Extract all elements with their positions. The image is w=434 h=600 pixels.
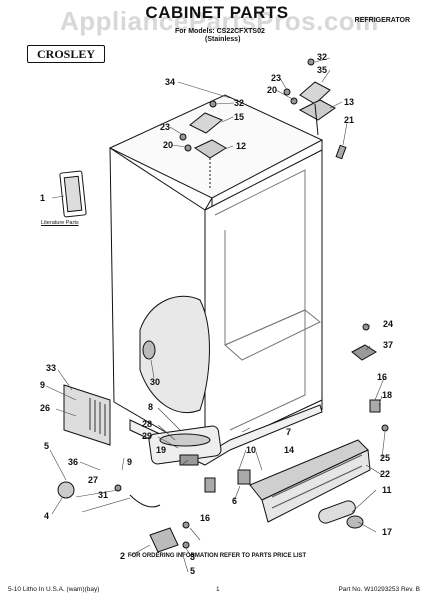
callout-35: 35 bbox=[317, 65, 328, 75]
callout-23-left: 23 bbox=[160, 122, 171, 132]
callout-21: 21 bbox=[344, 115, 355, 125]
callout-17: 17 bbox=[382, 527, 393, 537]
callout-3: 3 bbox=[190, 552, 196, 562]
callout-13: 13 bbox=[344, 97, 355, 107]
ordering-note: FOR ORDERING INFORMATION REFER TO PARTS … bbox=[127, 553, 307, 559]
callout-32-left: 32 bbox=[234, 98, 245, 108]
callout-1: 1 bbox=[40, 193, 46, 203]
callout-2: 2 bbox=[120, 551, 126, 561]
callout-7: 7 bbox=[286, 427, 292, 437]
callout-29: 29 bbox=[142, 431, 153, 441]
callout-6: 6 bbox=[232, 496, 238, 506]
cabinet-opening bbox=[204, 149, 323, 456]
top-hinge-left bbox=[189, 112, 223, 134]
literature-parts-label: Literature Parts bbox=[41, 220, 79, 226]
rear-access-cover bbox=[63, 384, 111, 446]
page-title: CABINET PARTS bbox=[145, 3, 289, 22]
callout-32: 32 bbox=[317, 52, 328, 62]
callout-5: 5 bbox=[44, 441, 50, 451]
callout-24: 24 bbox=[383, 319, 394, 329]
category-label: REFRIGERATOR bbox=[354, 17, 410, 24]
callout-5-lower: 5 bbox=[190, 566, 196, 576]
callout-9-lower: 9 bbox=[127, 457, 133, 467]
callout-16-lower: 16 bbox=[200, 513, 211, 523]
callout-9: 9 bbox=[40, 380, 46, 390]
callout-4: 4 bbox=[44, 511, 50, 521]
callout-15: 15 bbox=[234, 112, 245, 122]
callout-12: 12 bbox=[236, 141, 247, 151]
callout-33: 33 bbox=[46, 363, 57, 373]
callout-27: 27 bbox=[88, 475, 99, 485]
bottom-bracket bbox=[149, 527, 179, 553]
callout-36: 36 bbox=[68, 457, 79, 467]
callout-25: 25 bbox=[380, 453, 391, 463]
callout-19: 19 bbox=[156, 445, 167, 455]
page-number: 1 bbox=[216, 586, 220, 593]
callout-34: 34 bbox=[165, 77, 176, 87]
callout-23: 23 bbox=[271, 73, 282, 83]
callout-10: 10 bbox=[246, 445, 257, 455]
callout-8: 8 bbox=[148, 402, 154, 412]
callout-11: 11 bbox=[382, 485, 392, 495]
callout-31: 31 bbox=[98, 490, 109, 500]
callout-30: 30 bbox=[150, 377, 161, 387]
watermark: AppliancePartsPros.com bbox=[60, 6, 379, 36]
callout-20-left: 20 bbox=[163, 140, 174, 150]
liner-cutaway bbox=[139, 295, 210, 414]
bottom-hinge-right bbox=[351, 344, 377, 361]
callout-22: 22 bbox=[380, 469, 391, 479]
litho-info: 5-10 Litho In U.S.A. (wam)(bay) bbox=[8, 586, 100, 593]
models-line: For Models: CS22CFXTS02 bbox=[175, 28, 265, 35]
callout-26: 26 bbox=[40, 403, 51, 413]
cabinet-front-left bbox=[109, 147, 115, 403]
callout-18: 18 bbox=[382, 390, 393, 400]
callout-20: 20 bbox=[267, 85, 278, 95]
finish-label: (Stainless) bbox=[205, 36, 241, 43]
part-number: Part No. W10293253 Rev. B bbox=[338, 586, 420, 593]
brand-logo: CROSLEY bbox=[27, 45, 105, 63]
callout-28: 28 bbox=[142, 419, 153, 429]
callout-16: 16 bbox=[377, 372, 388, 382]
callout-37: 37 bbox=[383, 340, 394, 350]
top-hinge-right bbox=[299, 81, 331, 105]
callout-14: 14 bbox=[284, 445, 295, 455]
